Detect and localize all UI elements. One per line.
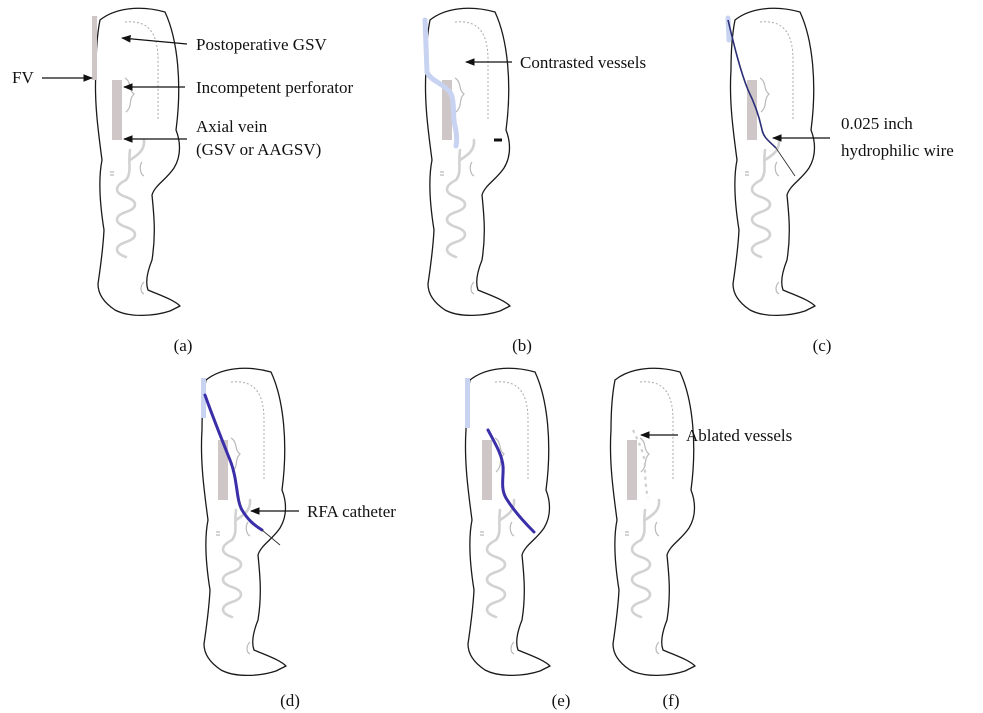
panel-d: (d) bbox=[201, 368, 300, 710]
caption-f: (f) bbox=[663, 691, 680, 710]
panel-e: (e) bbox=[465, 368, 570, 710]
panel-c: (c) bbox=[728, 8, 831, 355]
label-postoperative-gsv: Postoperative GSV bbox=[196, 35, 328, 54]
label-ablated-vessels: Ablated vessels bbox=[686, 426, 792, 445]
label-wire-line2: hydrophilic wire bbox=[841, 141, 954, 160]
label-fv: FV bbox=[12, 68, 34, 87]
caption-c: (c) bbox=[813, 336, 832, 355]
label-wire-line1: 0.025 inch bbox=[841, 114, 913, 133]
panel-b: (b) bbox=[425, 8, 532, 355]
label-axial-vein-line1: Axial vein bbox=[196, 117, 268, 136]
caption-b: (b) bbox=[512, 336, 532, 355]
caption-d: (d) bbox=[280, 691, 300, 710]
panel-f: (f) bbox=[610, 368, 695, 710]
panel-a: (a) bbox=[92, 8, 192, 355]
label-rfa-catheter: RFA catheter bbox=[307, 502, 396, 521]
caption-e: (e) bbox=[552, 691, 571, 710]
femoral-vein-upper-e bbox=[465, 378, 470, 428]
caption-a: (a) bbox=[174, 336, 193, 355]
label-axial-vein-line2: (GSV or AAGSV) bbox=[196, 140, 321, 159]
femoral-vein-upper bbox=[92, 16, 97, 80]
label-contrasted-vessels: Contrasted vessels bbox=[520, 53, 646, 72]
label-incompetent-perforator: Incompetent perforator bbox=[196, 78, 354, 97]
